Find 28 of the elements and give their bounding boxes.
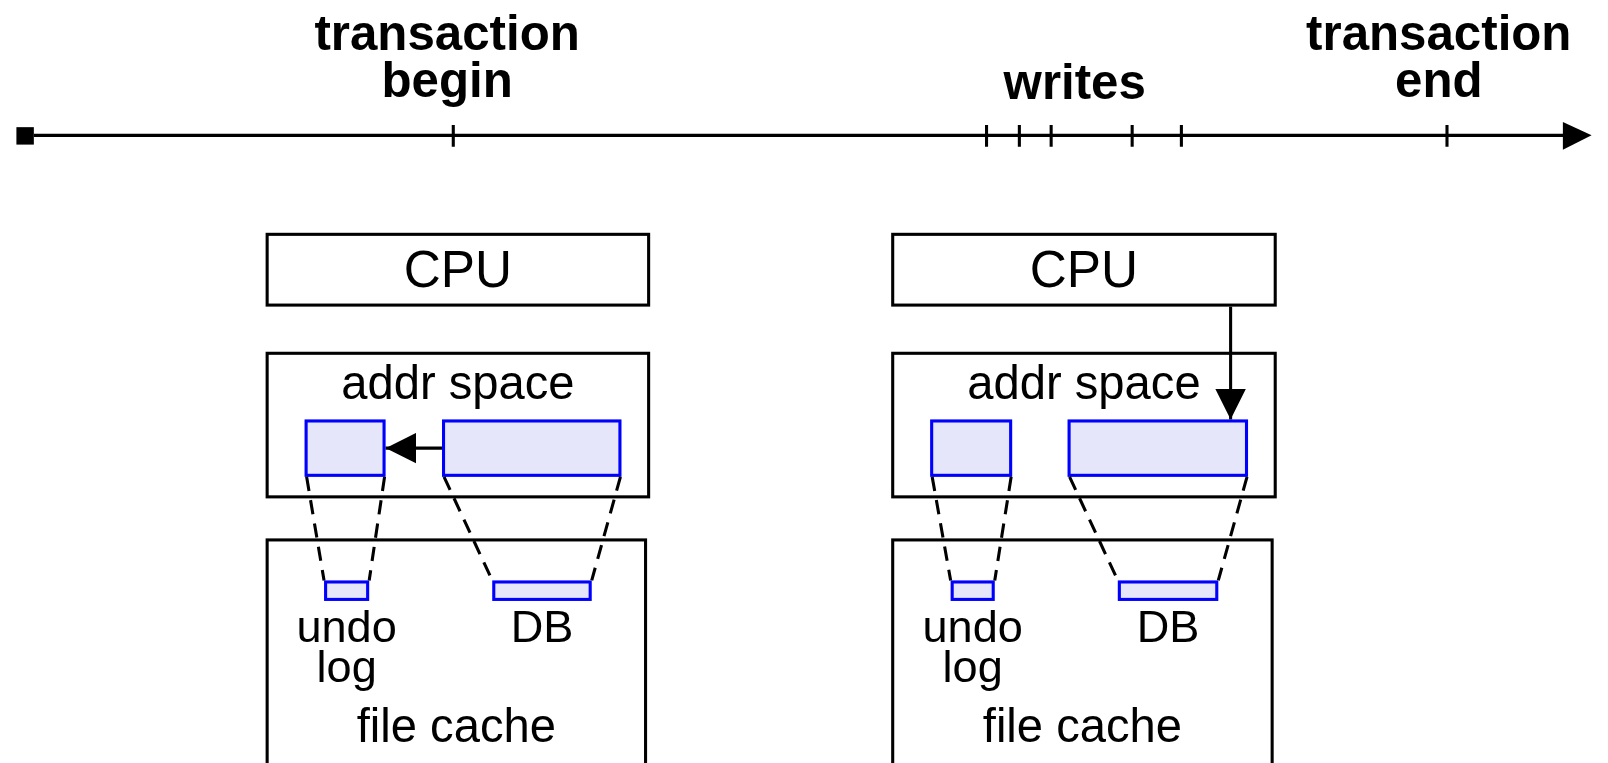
box-title: addr space (340, 358, 576, 407)
file-cache-box (265, 538, 648, 763)
mapping-connector (305, 475, 387, 582)
address-space-box (265, 351, 651, 499)
cache-region (324, 580, 370, 601)
timeline-label: writes (1002, 59, 1147, 107)
timeline-label: transaction end (1305, 10, 1573, 104)
arrow (385, 432, 442, 464)
arrow (1215, 306, 1246, 420)
mapping-connector (1068, 475, 1249, 582)
memory-region (930, 419, 1013, 477)
address-space-box (891, 351, 1277, 499)
memory-region (304, 419, 386, 477)
mapping-connector (930, 475, 1013, 582)
region-label: DB (509, 607, 575, 647)
memory-region (442, 419, 622, 477)
box-title: addr space (966, 358, 1202, 407)
box-title: file cache (355, 702, 557, 750)
cpu-box: CPU (265, 232, 651, 307)
region-label: DB (1135, 607, 1201, 647)
cache-region (950, 580, 995, 601)
cache-region (1117, 580, 1219, 601)
memory-region (1067, 419, 1249, 477)
mapping-connector (442, 475, 622, 582)
cache-region (492, 580, 592, 601)
file-cache-box (891, 538, 1274, 763)
box-title: file cache (981, 702, 1184, 750)
cpu-box: CPU (891, 232, 1277, 307)
